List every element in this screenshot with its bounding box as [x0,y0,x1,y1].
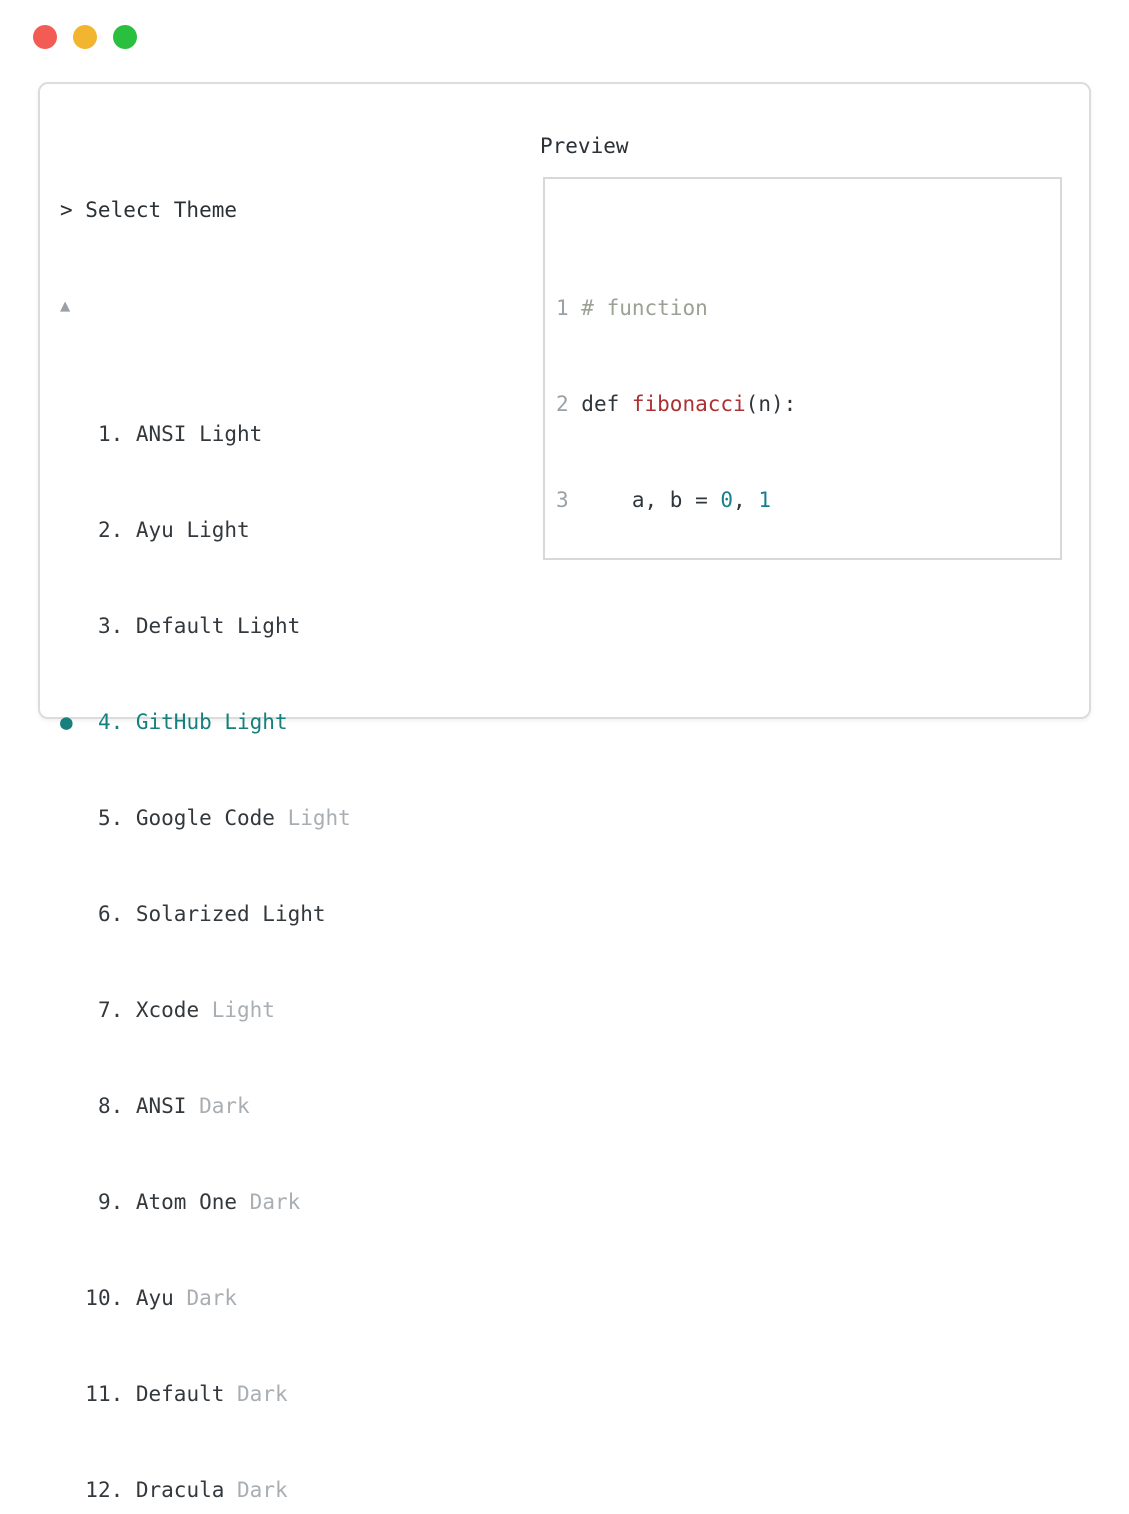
item-name: Google Code [135,806,275,830]
theme-list-item-dracula-dark[interactable]: 12. Dracula Dark [60,1474,806,1506]
preview-title: Preview [540,134,629,158]
item-number: 2. [85,518,136,542]
item-suffix: Dark [224,1478,288,1502]
item-name: Ayu Light [135,518,250,542]
item-number: 12. [85,1478,136,1502]
line-number: 1 [556,296,569,320]
selected-bullet-icon [60,1382,85,1406]
close-button[interactable] [33,25,57,49]
code-line: 3 a, b = 0, 1 [556,484,1060,516]
selected-bullet-icon [60,1094,85,1118]
code-line: 2 def fibonacci(n): [556,388,1060,420]
item-suffix: Dark [173,1286,238,1310]
minimize-button[interactable] [73,25,97,49]
theme-list-item-github-light-selected[interactable]: ● 4. GitHub Light [60,706,806,738]
item-name: GitHub Light [135,710,288,734]
theme-picker-panel: > Select Theme ▲ 1. ANSI Light 2. Ayu Li… [38,82,1091,1502]
theme-list-item-ansi-light[interactable]: 1. ANSI Light [60,418,806,450]
code-token: (n): [745,392,797,416]
preview-pane: 1 # function 2 def fibonacci(n): 3 a, b = … [543,177,1062,560]
selected-bullet-icon [60,1478,85,1502]
number-literal-token: 0 [720,488,734,512]
function-name-token: fibonacci [631,392,746,416]
selected-bullet-icon [60,518,85,542]
selected-bullet-icon [60,998,85,1022]
item-name: Atom One [135,1190,238,1214]
code-token: , [733,488,759,512]
selected-bullet-icon [60,806,85,830]
theme-list-item-ansi-dark[interactable]: 8. ANSI Dark [60,1090,806,1122]
theme-list-item-atom-one-dark[interactable]: 9. Atom One Dark [60,1186,806,1218]
code-line: 1 # function [556,292,1060,324]
item-name: ANSI [135,1094,187,1118]
item-number: 11. [85,1382,136,1406]
code-token: def [581,392,632,416]
item-number: 5. [85,806,136,830]
item-suffix: Dark [224,1382,288,1406]
item-number: 4. [85,710,136,734]
item-suffix: Dark [186,1094,250,1118]
item-number: 9. [85,1190,136,1214]
item-number: 1. [85,422,136,446]
scroll-up-icon[interactable]: ▲ [60,296,71,316]
theme-list-item-google-code[interactable]: 5. Google Code Light [60,802,806,834]
item-number: 8. [85,1094,136,1118]
selected-bullet-icon [60,614,85,638]
item-name: Xcode [135,998,200,1022]
item-name: Default Light [135,614,301,638]
theme-list-item-ayu-dark[interactable]: 10. Ayu Dark [60,1282,806,1314]
selected-bullet-icon [60,1286,85,1310]
item-name: Solarized Light [135,902,326,926]
item-number: 7. [85,998,136,1022]
item-suffix: Dark [237,1190,301,1214]
theme-list-item-ayu-light[interactable]: 2. Ayu Light [60,514,806,546]
line-number: 3 [556,488,569,512]
item-number: 3. [85,614,136,638]
window-controls [33,25,137,49]
item-suffix: Light [199,998,275,1022]
theme-list-item-default-dark[interactable]: 11. Default Dark [60,1378,806,1410]
number-literal-token: 1 [758,488,771,512]
selected-bullet-icon [60,902,85,926]
item-name: Default [135,1382,225,1406]
theme-list-item-xcode[interactable]: 7. Xcode Light [60,994,806,1026]
item-number: 10. [85,1286,136,1310]
code-block: 1 # function 2 def fibonacci(n): 3 a, b = … [545,179,1060,558]
item-name: Ayu [135,1286,174,1310]
selected-bullet-icon: ● [60,710,86,734]
line-number: 2 [556,392,569,416]
item-number: 6. [85,902,136,926]
item-name: Dracula [135,1478,225,1502]
selected-bullet-icon [60,422,85,446]
selected-bullet-icon [60,1190,85,1214]
select-theme-prompt: > Select Theme [60,198,238,222]
zoom-button[interactable] [113,25,137,49]
item-name: ANSI Light [135,422,263,446]
theme-list-item-default-light[interactable]: 3. Default Light [60,610,806,642]
item-suffix: Light [274,806,351,830]
theme-list-item-solarized-light[interactable]: 6. Solarized Light [60,898,806,930]
comment-token: # function [581,296,708,320]
code-token: a, b = [581,488,721,512]
